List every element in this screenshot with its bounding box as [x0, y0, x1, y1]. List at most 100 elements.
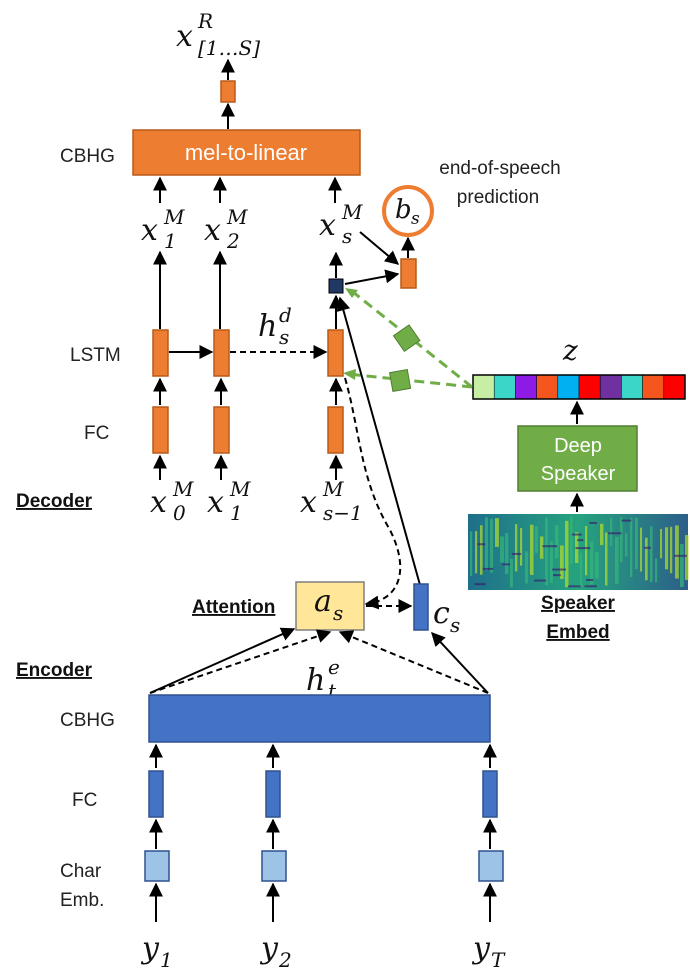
svg-text:M: M: [341, 200, 363, 224]
embedding-cell: [536, 374, 559, 400]
fc-dec-cell-1: [152, 406, 169, 454]
svg-text:x: x: [207, 485, 224, 520]
decoder-section-label: Decoder: [16, 491, 93, 512]
embedding-cell: [557, 374, 580, 400]
svg-text:h: h: [306, 663, 325, 698]
speaker-embed-label-2: Embed: [546, 622, 609, 643]
xsm1M-label: x M s−1: [300, 477, 363, 525]
fc-dec-cell-2: [213, 406, 230, 454]
eos-box: [400, 258, 417, 289]
svg-text:h: h: [258, 309, 277, 344]
speaker-embedding-vector: [472, 374, 686, 400]
svg-text:t: t: [328, 679, 337, 703]
embedding-cell: [621, 374, 643, 400]
context-vector-box: [413, 583, 429, 631]
svg-text:1: 1: [160, 948, 173, 972]
x0M-label: x M 0: [150, 477, 194, 525]
as-label: a s: [314, 584, 343, 625]
svg-text:s: s: [279, 325, 289, 349]
svg-text:e: e: [328, 655, 340, 679]
lstm-cell-s: [327, 329, 344, 377]
svg-text:b: b: [395, 195, 412, 225]
x2M-label: x M 2: [204, 205, 248, 253]
yT-label: y T: [471, 931, 506, 972]
y2-label: y 2: [259, 931, 292, 972]
hsd-label: h d s: [258, 303, 292, 349]
char-emb-cell-1: [144, 850, 170, 882]
svg-text:M: M: [226, 205, 248, 229]
mel-to-linear-label: mel-to-linear: [185, 140, 307, 165]
attention-box: [295, 581, 365, 631]
svg-text:a: a: [314, 584, 332, 619]
output-small-box: [220, 80, 236, 103]
svg-text:M: M: [163, 205, 185, 229]
svg-text:T: T: [491, 948, 506, 972]
deep-speaker-label-2: Speaker: [541, 463, 616, 485]
z-label: z: [562, 334, 578, 367]
spectrogram-image: [468, 514, 689, 590]
char-emb-label-2: Emb.: [60, 890, 104, 911]
fc-enc-cell-2: [265, 770, 281, 818]
svg-text:s: s: [411, 209, 420, 229]
eos-label-1: end-of-speech: [439, 158, 560, 179]
svg-text:x: x: [204, 213, 221, 248]
svg-text:1: 1: [164, 229, 177, 253]
svg-text:0: 0: [173, 501, 186, 525]
lstm-cell-2: [213, 329, 230, 377]
fc-enc-cell-T: [482, 770, 498, 818]
x1M-input-label: x M 1: [207, 477, 251, 525]
bs-label: b s: [395, 195, 420, 229]
svg-text:2: 2: [278, 948, 292, 972]
svg-text:x: x: [319, 208, 336, 243]
xsM-label: x M s: [319, 200, 363, 248]
lstm-label: LSTM: [70, 345, 121, 366]
embedding-cell: [578, 374, 601, 400]
embedding-cell: [493, 374, 516, 400]
attention-label: Attention: [192, 597, 275, 618]
svg-text:M: M: [322, 477, 344, 501]
lstm-cell-1: [152, 329, 169, 377]
svg-text:y: y: [259, 931, 279, 966]
embedding-cell: [599, 374, 622, 400]
embedding-cell: [663, 374, 686, 400]
cbhg-bottom-label: CBHG: [60, 710, 115, 731]
svg-text:y: y: [140, 931, 160, 966]
svg-text:s: s: [450, 613, 460, 637]
char-emb-cell-2: [261, 850, 287, 882]
deep-speaker-box: [517, 425, 638, 492]
cbhg-top-label: CBHG: [60, 146, 115, 167]
svg-text:R: R: [197, 9, 213, 33]
encoder-cbhg-box: [148, 694, 491, 743]
svg-text:s: s: [333, 601, 343, 625]
svg-text:2: 2: [226, 229, 240, 253]
deep-speaker-label-1: Deep: [554, 435, 602, 457]
char-emb-cell-T: [478, 850, 504, 882]
svg-text:x: x: [300, 485, 317, 520]
cs-label: c s: [433, 596, 460, 637]
mel-to-linear-box: [132, 129, 361, 176]
hte-label: h e t: [306, 655, 340, 703]
svg-text:M: M: [229, 477, 251, 501]
svg-text:x: x: [141, 213, 158, 248]
svg-text:[1…S]: [1…S]: [198, 36, 260, 60]
projection-box-2: [388, 368, 412, 392]
embedding-cell: [472, 374, 495, 400]
encoder-section-label: Encoder: [16, 660, 93, 681]
svg-text:M: M: [172, 477, 194, 501]
svg-text:x: x: [150, 485, 167, 520]
embedding-cell: [642, 374, 665, 400]
output-xR: x R [1…S]: [176, 9, 260, 60]
fc-decoder-label: FC: [84, 423, 109, 444]
projection-box-1: [392, 324, 421, 353]
fc-enc-cell-1: [148, 770, 164, 818]
bs-circle: [382, 185, 434, 237]
eos-label-2: prediction: [457, 187, 539, 208]
speaker-embed-label-1: Speaker: [541, 593, 616, 614]
svg-text:d: d: [279, 303, 292, 327]
char-emb-label-1: Char: [60, 861, 102, 882]
y1-label: y 1: [140, 931, 173, 972]
svg-text:c: c: [433, 596, 450, 631]
svg-text:s: s: [342, 224, 352, 248]
svg-text:y: y: [471, 931, 491, 966]
